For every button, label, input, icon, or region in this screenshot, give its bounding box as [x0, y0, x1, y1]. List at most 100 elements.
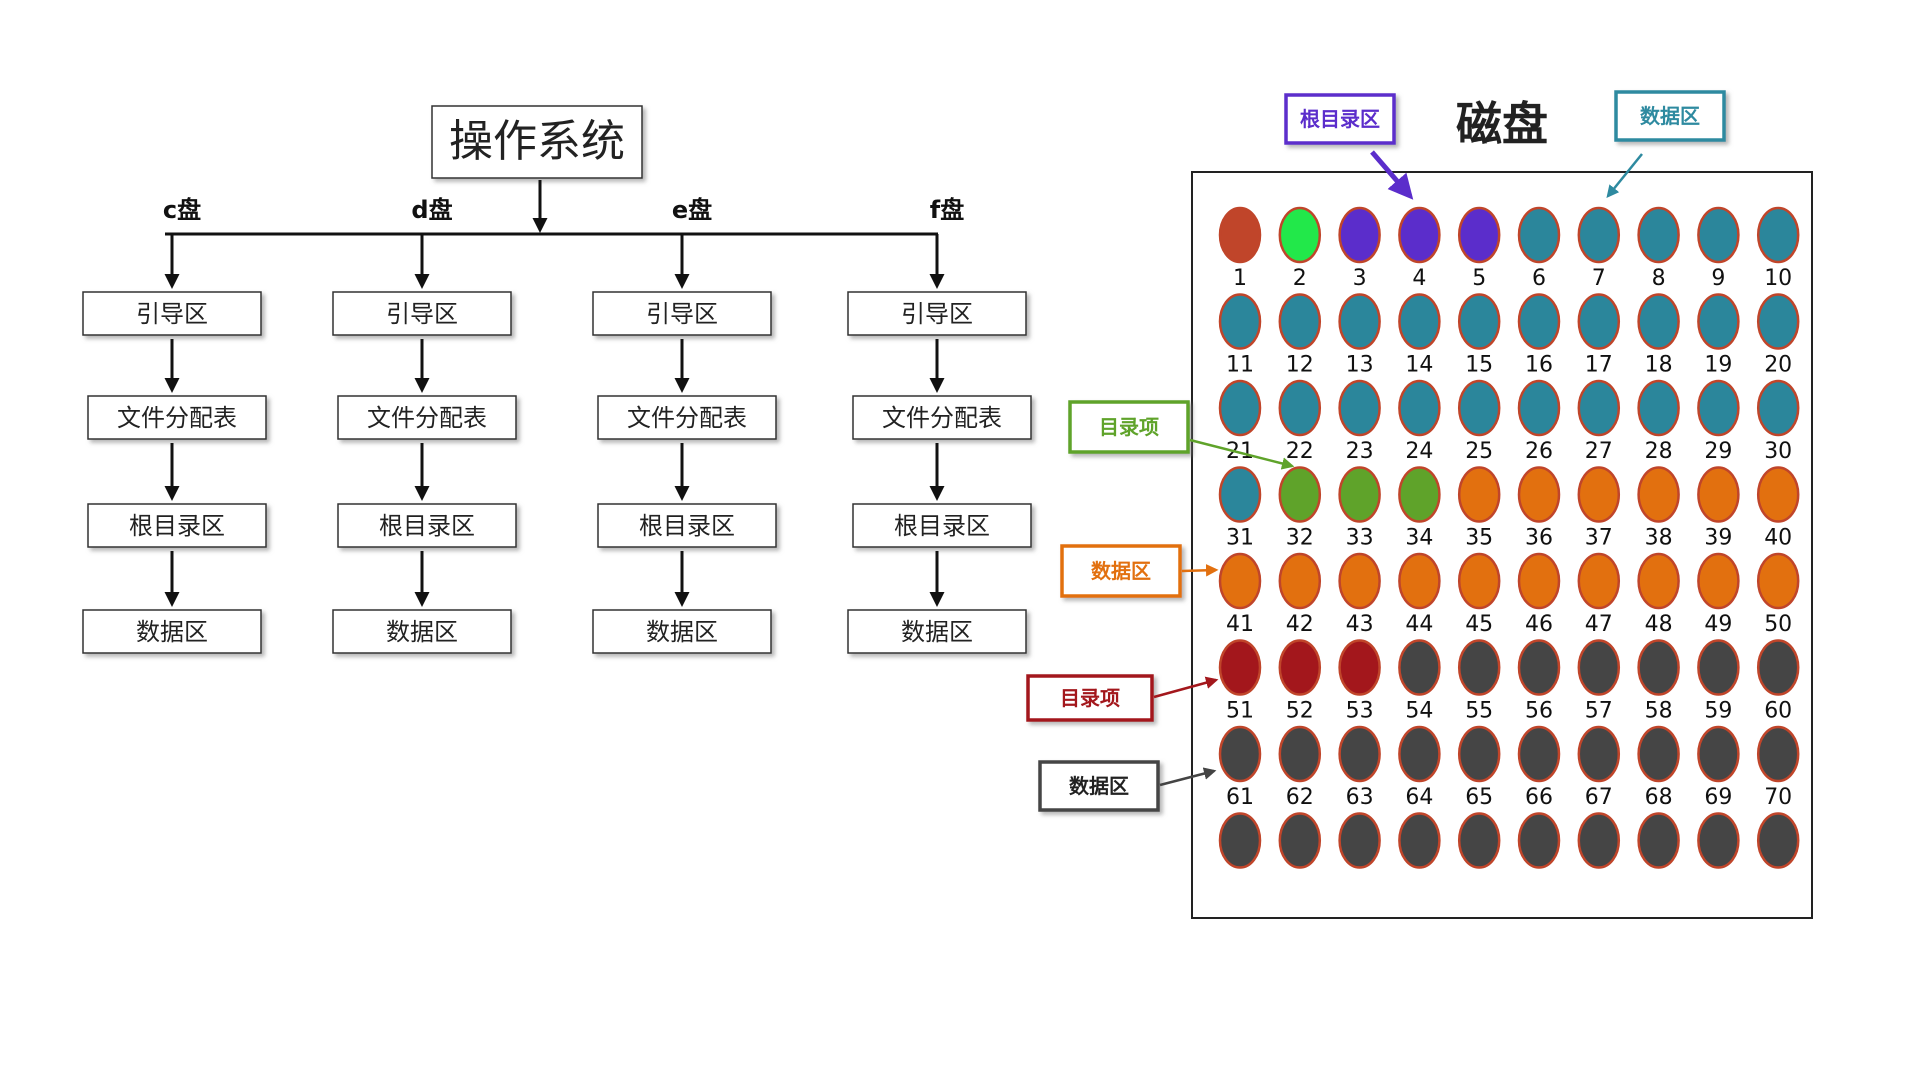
- disk-cell: 15: [1457, 293, 1501, 378]
- disk-cell-number: 5: [1472, 266, 1486, 291]
- disk-cell-number: 29: [1704, 439, 1732, 464]
- disk-cell-ellipse: [1457, 725, 1501, 783]
- disk-cell-number: 8: [1652, 266, 1666, 291]
- disk-cell-ellipse: [1398, 206, 1441, 264]
- disk-cell-number: 35: [1465, 526, 1493, 551]
- disk-cell-ellipse: [1218, 725, 1262, 783]
- disk-cell-ellipse: [1457, 206, 1501, 264]
- disk-cell: 67: [1577, 725, 1621, 810]
- disk-cell: 26: [1517, 379, 1561, 464]
- drive-step-label: 引导区: [901, 300, 973, 328]
- disk-cell-ellipse: [1398, 639, 1441, 696]
- callout-arrow: [1153, 676, 1219, 699]
- disk-cell: 60: [1756, 639, 1800, 724]
- disk-cell: 35: [1457, 466, 1501, 551]
- disk-cell-ellipse: [1338, 466, 1381, 523]
- disk-cell: 27: [1577, 379, 1621, 464]
- disk-cell: [1756, 812, 1800, 869]
- disk-cell-ellipse: [1577, 639, 1621, 696]
- drive-step-label: 数据区: [901, 618, 973, 646]
- disk-cell: 41: [1218, 552, 1262, 637]
- disk-cell: 28: [1637, 379, 1680, 464]
- disk-cell-number: 15: [1465, 353, 1493, 378]
- disk-cell-number: 10: [1764, 266, 1792, 291]
- disk-cell-number: 46: [1525, 612, 1553, 637]
- disk-cell-number: 32: [1286, 526, 1314, 551]
- drive-step-label: 文件分配表: [627, 404, 747, 432]
- disk-cell-ellipse: [1398, 552, 1441, 610]
- step-box-frame: [592, 291, 772, 336]
- disk-cell-number: 16: [1525, 353, 1553, 378]
- disk-cell-ellipse: [1577, 379, 1621, 437]
- disk-cell-ellipse: [1577, 206, 1621, 264]
- disk-cell-ellipse: [1278, 552, 1322, 610]
- disk-cell: 56: [1517, 639, 1561, 724]
- disk-cell-ellipse: [1756, 293, 1800, 350]
- disk-cell: 65: [1457, 725, 1501, 810]
- disk-cell-ellipse: [1398, 293, 1441, 350]
- disk-cell-number: 6: [1532, 266, 1546, 291]
- drive-step-label: 文件分配表: [882, 404, 1002, 432]
- drive-step-label: 根目录区: [894, 512, 990, 540]
- disk-cell-number: 27: [1585, 439, 1613, 464]
- disk-cell-ellipse: [1517, 206, 1561, 264]
- disk-cell-number: 70: [1764, 785, 1792, 810]
- disk-cell: 33: [1338, 466, 1381, 551]
- disk-cell-ellipse: [1637, 206, 1680, 264]
- disk-cell-ellipse: [1756, 379, 1800, 437]
- callout-label: 数据区: [1091, 559, 1151, 583]
- drive-step-box: 根目录区: [597, 503, 777, 548]
- disk-cell-ellipse: [1577, 812, 1621, 869]
- drive-step-label: 数据区: [646, 618, 718, 646]
- drive-step-label: 根目录区: [639, 512, 735, 540]
- disk-cell-ellipse: [1278, 379, 1322, 437]
- callout-frame: [1284, 93, 1396, 145]
- disk-cell-ellipse: [1218, 206, 1262, 264]
- drives-layer: c盘引导区文件分配表根目录区数据区d盘引导区文件分配表根目录区数据区e盘引导区文…: [82, 196, 1032, 654]
- disk-cell: 10: [1756, 206, 1800, 291]
- disk-cell-number: 61: [1226, 785, 1254, 810]
- disk-cell: [1278, 812, 1322, 869]
- disk-cell-ellipse: [1457, 466, 1501, 523]
- disk-cell: 34: [1398, 466, 1441, 551]
- disk-cell: 46: [1517, 552, 1561, 637]
- disk-cell-ellipse: [1278, 466, 1322, 523]
- disk-cell-number: 41: [1226, 612, 1254, 637]
- disk-cell-number: 47: [1585, 612, 1613, 637]
- drive-step-box: 根目录区: [852, 503, 1032, 548]
- disk-cell-ellipse: [1517, 725, 1561, 783]
- disk-cell-ellipse: [1457, 293, 1501, 350]
- drive-label: c盘: [163, 196, 201, 224]
- disk-cell: 7: [1577, 206, 1621, 291]
- callout-label: 目录项: [1060, 686, 1120, 710]
- disk-cell: 30: [1756, 379, 1800, 464]
- disk-cell: 13: [1338, 293, 1381, 378]
- drive-label: d盘: [411, 196, 452, 224]
- disk-cell: 51: [1218, 639, 1262, 724]
- disk-cell: 1: [1218, 206, 1262, 291]
- disk-cell: 16: [1517, 293, 1561, 378]
- disk-cell: 52: [1278, 639, 1322, 724]
- callout-label: 数据区: [1069, 774, 1129, 798]
- disk-cell: 11: [1218, 293, 1262, 378]
- disk-cell-number: 50: [1764, 612, 1792, 637]
- disk-cell: [1517, 812, 1561, 869]
- step-box-frame: [82, 609, 262, 654]
- disk-cell: 25: [1457, 379, 1501, 464]
- disk-title: 磁盘: [1456, 97, 1548, 151]
- disk-cell: 58: [1637, 639, 1680, 724]
- disk-cell: 63: [1338, 725, 1381, 810]
- disk-cell-number: 4: [1412, 266, 1426, 291]
- disk-cell-number: 44: [1405, 612, 1433, 637]
- disk-cell: 2: [1278, 206, 1322, 291]
- disk-cell-number: 52: [1286, 699, 1314, 724]
- disk-cell: 12: [1278, 293, 1322, 378]
- disk-cell-ellipse: [1756, 552, 1800, 610]
- disk-cell-number: 12: [1286, 353, 1314, 378]
- disk-cell: 24: [1398, 379, 1441, 464]
- disk-cell-ellipse: [1756, 466, 1800, 523]
- disk-cell-ellipse: [1278, 725, 1322, 783]
- disk-cell: 49: [1697, 552, 1740, 637]
- disk-cell: 45: [1457, 552, 1501, 637]
